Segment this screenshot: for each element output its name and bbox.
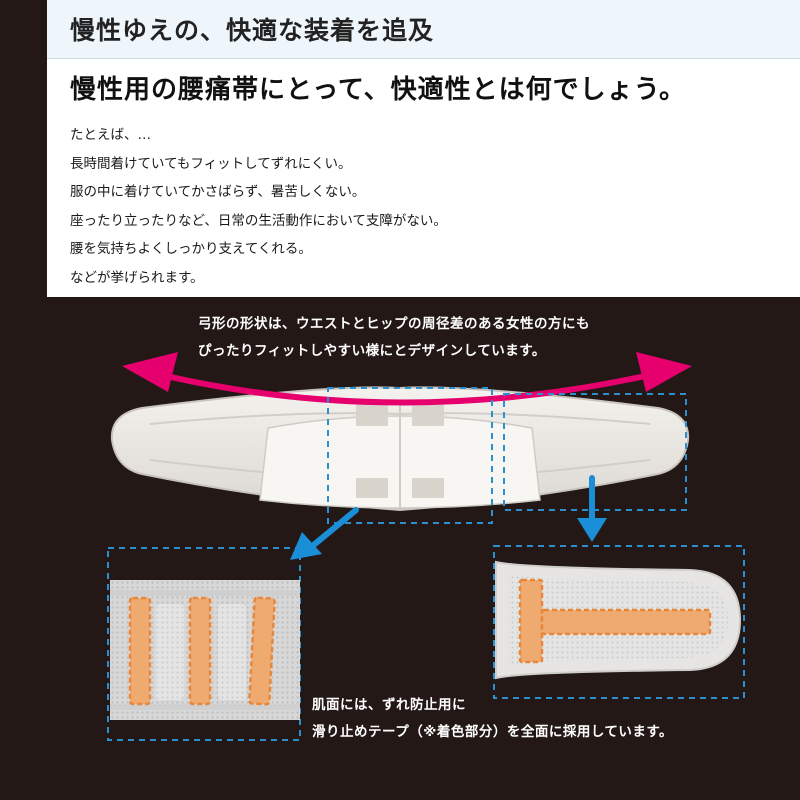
arrow-down-icon <box>577 475 607 542</box>
orange-grip-tape <box>248 596 276 706</box>
panel-caption-bottom: 肌面には、ずれ防止用に <box>312 697 466 713</box>
header-title: 慢性ゆえの、快適な装着を追及 <box>70 16 435 45</box>
body-line: 服の中に着けていてかさばらず、暑苦しくない。 <box>70 184 366 200</box>
orange-grip-tape <box>540 608 712 636</box>
arrow-down-icon <box>290 507 359 560</box>
belt-stay <box>356 404 388 426</box>
header-band <box>47 0 800 59</box>
panel-caption-bottom: 滑り止めテープ（※着色部分）を全面に採用しています。 <box>312 724 674 740</box>
body-line: 座ったり立ったりなど、日常の生活動作において支障がない。 <box>70 212 447 229</box>
body-text: たとえば、… 長時間着けていてもフィットしてずれにくい。 服の中に着けていてかさ… <box>70 121 447 292</box>
back-panel-closeup <box>110 580 300 720</box>
belt-stay <box>412 404 444 426</box>
belt-stay <box>412 478 444 498</box>
belt-end-closeup <box>495 560 742 680</box>
subheading: 慢性用の腰痛帯にとって、快適性とは何でしょう。 <box>70 75 687 105</box>
lumbar-belt <box>110 386 690 512</box>
orange-grip-tape <box>518 578 544 664</box>
panel-caption-top: ぴったりフィットしやすい様にとデザインしています。 <box>198 343 546 359</box>
orange-grip-tape <box>188 596 212 706</box>
detail-box-center <box>327 387 493 524</box>
zoom-box-right <box>493 545 745 699</box>
panel-caption-top: 弓形の形状は、ウエストとヒップの周径差のある女性の方にも <box>198 316 590 332</box>
left-accent-bar <box>0 0 47 800</box>
belt-stay <box>356 478 388 498</box>
body-line: たとえば、… <box>70 127 151 143</box>
body-line: 腰を気持ちよくしっかり支えてくれる。 <box>70 241 312 257</box>
double-headed-curved-arrow-icon <box>122 352 692 406</box>
orange-grip-tape <box>128 596 152 706</box>
body-line: などが挙げられます。 <box>70 269 204 286</box>
body-line: 長時間着けていてもフィットしてずれにくい。 <box>70 155 352 172</box>
